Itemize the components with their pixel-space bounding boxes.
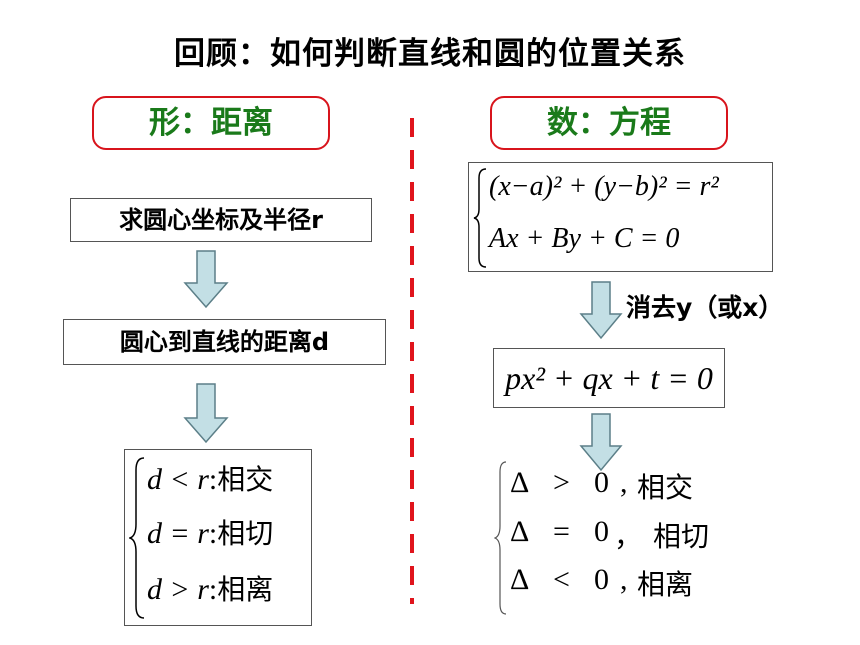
comparison-operator: < bbox=[553, 563, 570, 596]
zero-value: 0 bbox=[594, 466, 609, 499]
down-arrow-icon bbox=[579, 413, 623, 472]
case-separator: , bbox=[620, 466, 628, 499]
zero-value: 0 bbox=[594, 515, 609, 548]
case-row-tangent: d = r:相切 bbox=[147, 512, 273, 552]
header-number-equation: 数：方程 bbox=[490, 96, 728, 150]
case-condition: d > r bbox=[147, 573, 209, 606]
case-separator: : bbox=[208, 573, 218, 606]
case-row-separate: d > r:相离 bbox=[147, 568, 273, 608]
case-relation: 相切 bbox=[217, 517, 274, 550]
divider-dashed-line bbox=[410, 118, 414, 604]
zero-value: 0 bbox=[594, 563, 609, 596]
case-separator: : bbox=[208, 463, 218, 496]
delta-symbol: Δ bbox=[510, 515, 530, 548]
down-arrow-icon bbox=[579, 281, 623, 340]
case-relation: 相切 bbox=[653, 520, 710, 553]
down-arrow-icon bbox=[183, 250, 229, 309]
left-brace-icon bbox=[473, 168, 487, 268]
page-title: 回顾：如何判断直线和圆的位置关系 bbox=[174, 36, 686, 72]
case-relation: 相交 bbox=[637, 471, 694, 504]
delta-symbol: Δ bbox=[510, 563, 530, 596]
case-condition: d = r bbox=[147, 517, 209, 550]
eliminate-label: 消去y（或x） bbox=[626, 293, 784, 322]
down-arrow-icon bbox=[183, 383, 229, 444]
case-separator: ， bbox=[614, 522, 643, 553]
case-separator: , bbox=[620, 563, 628, 596]
delta-symbol: Δ bbox=[510, 466, 530, 499]
equation-line: Ax + By + C = 0 bbox=[489, 223, 680, 254]
comparison-operator: > bbox=[553, 466, 570, 499]
quadratic-equation-box: px² + qx + t = 0 bbox=[493, 348, 725, 408]
distance-cases-box: d < r:相交 d = r:相切 d > r:相离 bbox=[124, 449, 312, 626]
left-brace-icon bbox=[494, 461, 507, 615]
case-row-intersect: d < r:相交 bbox=[147, 458, 273, 498]
equation-system-box: (x−a)² + (y−b)² = r² Ax + By + C = 0 bbox=[468, 162, 773, 272]
case-condition: d < r bbox=[147, 463, 209, 496]
left-brace-icon bbox=[129, 457, 145, 619]
comparison-operator: = bbox=[553, 515, 570, 548]
case-relation: 相离 bbox=[217, 573, 274, 606]
step-distance-center-to-line: 圆心到直线的距离d bbox=[63, 319, 386, 365]
case-relation: 相交 bbox=[217, 463, 274, 496]
case-relation: 相离 bbox=[637, 568, 694, 601]
step-find-center-radius: 求圆心坐标及半径r bbox=[70, 198, 372, 242]
header-shape-distance: 形：距离 bbox=[92, 96, 330, 150]
equation-circle: (x−a)² + (y−b)² = r² bbox=[489, 171, 719, 202]
case-separator: : bbox=[208, 517, 218, 550]
